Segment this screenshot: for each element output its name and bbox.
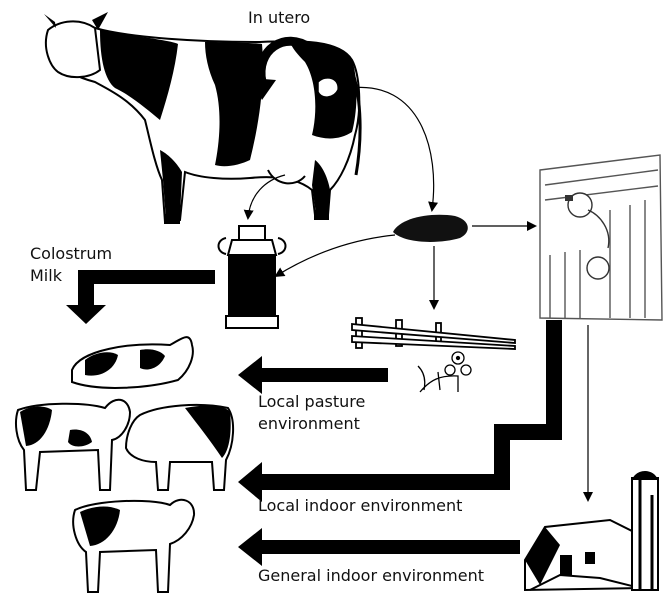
milk-can-icon <box>219 226 286 328</box>
fence-icon <box>352 318 515 349</box>
arrow-local-pasture <box>238 356 388 394</box>
label-general-indoor: General indoor environment <box>258 566 484 586</box>
barn-icon <box>525 520 640 590</box>
label-milk: Milk <box>30 266 62 286</box>
arrow-manure-to-milkcan <box>276 235 395 276</box>
label-local-pasture-1: Local pasture <box>258 392 365 412</box>
flowers-icon <box>418 352 471 392</box>
label-colostrum: Colostrum <box>30 244 112 264</box>
arrow-cow-to-manure <box>350 87 434 210</box>
label-local-pasture-2: environment <box>258 414 360 434</box>
silo-icon <box>632 471 658 590</box>
manure-icon <box>393 215 468 242</box>
arrow-colostrum-milk <box>66 270 215 324</box>
label-in-utero: In utero <box>248 8 310 28</box>
fetus-icon <box>318 78 338 97</box>
arrow-general-indoor <box>238 528 520 566</box>
label-local-indoor: Local indoor environment <box>258 496 462 516</box>
cow-icon <box>44 12 360 224</box>
calf-pen-icon <box>540 155 662 320</box>
calf-icon <box>16 337 233 592</box>
